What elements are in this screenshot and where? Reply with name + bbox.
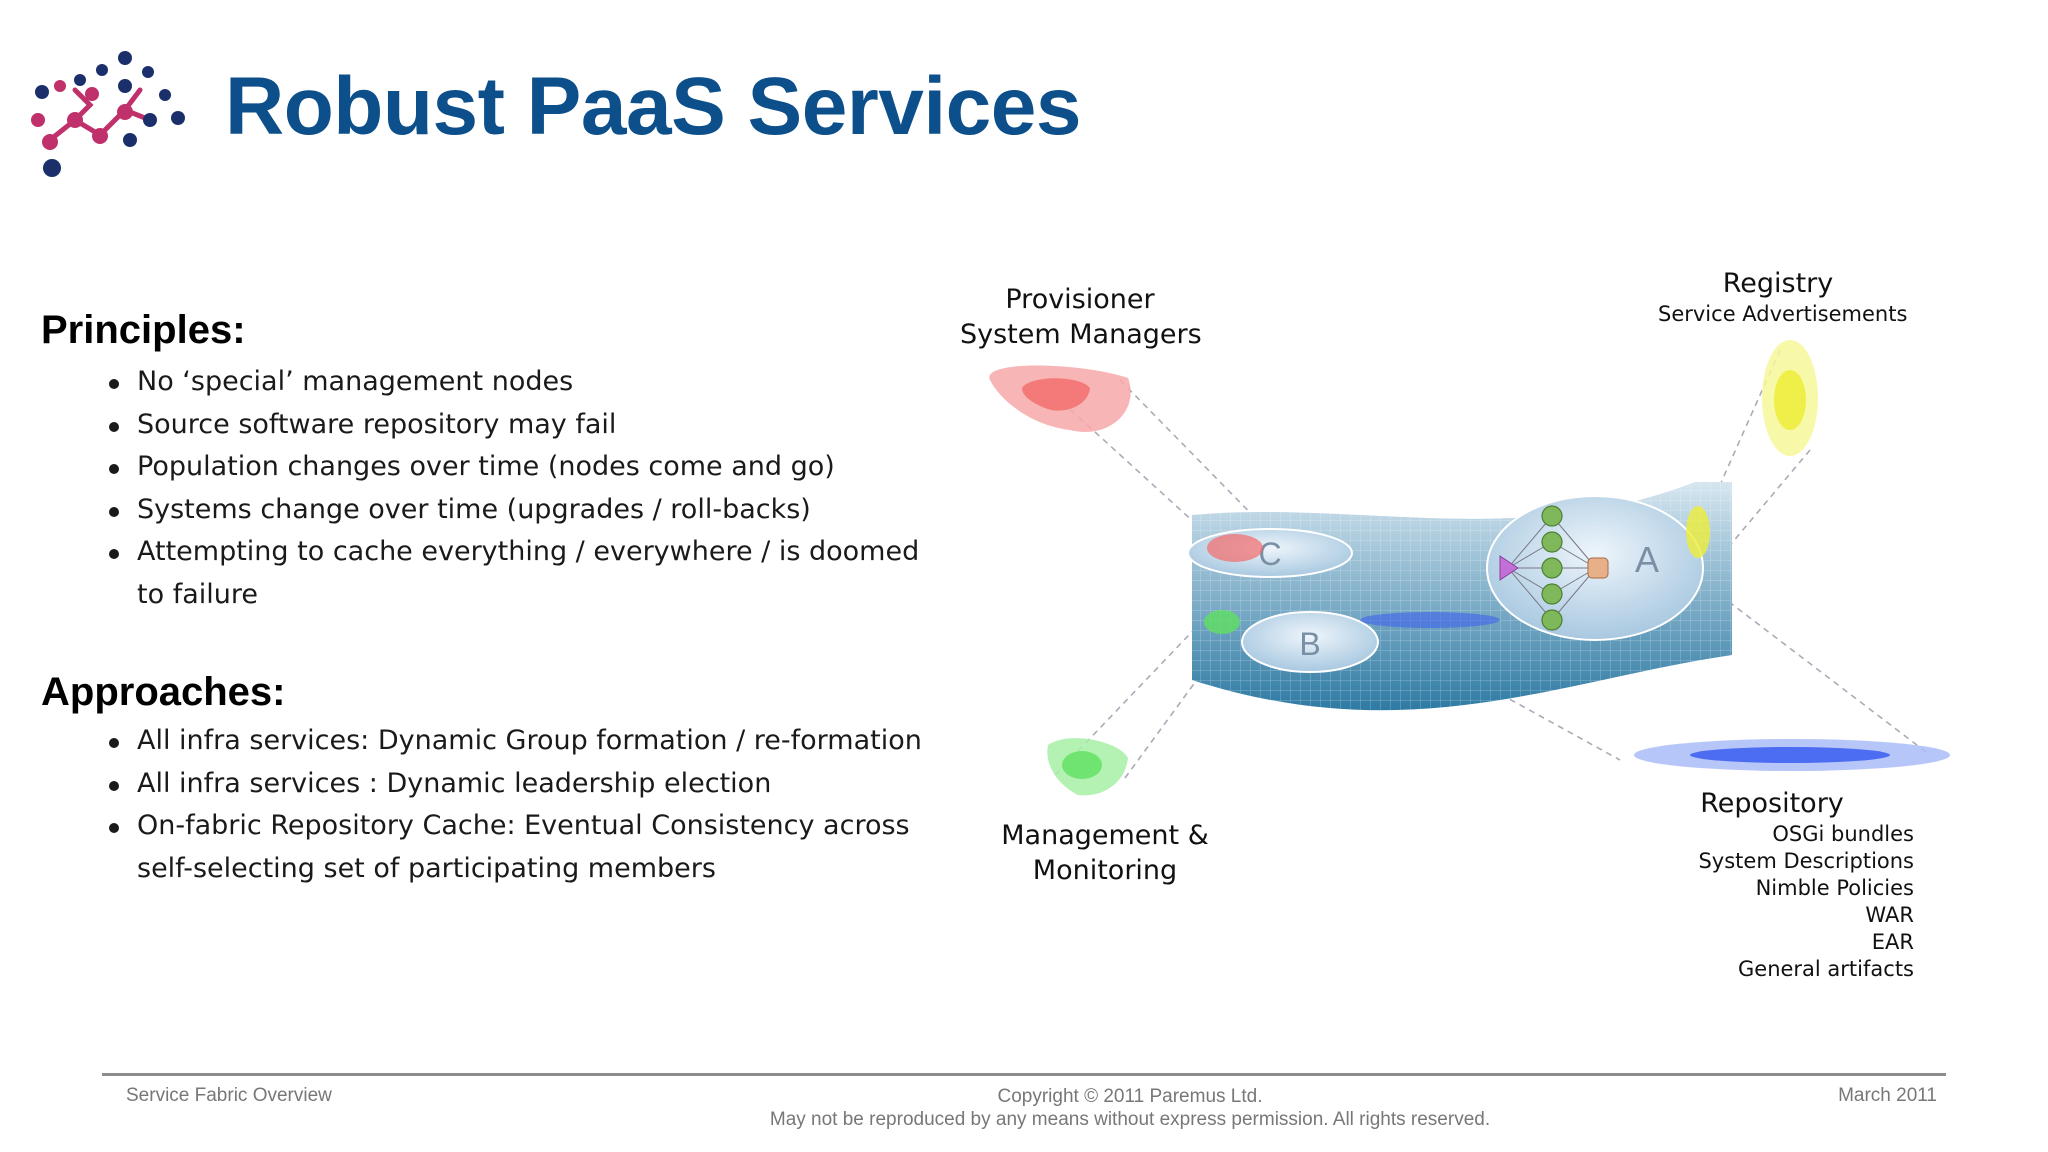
bullet-icon	[109, 379, 119, 389]
list-item: WAR	[1865, 903, 1914, 927]
provisioner-blob	[989, 365, 1263, 562]
list-item: EAR	[1871, 930, 1914, 954]
list-item: Attempting to cache everything / everywh…	[105, 531, 925, 616]
network-graph	[1499, 505, 1609, 631]
bullet-icon	[109, 823, 119, 833]
principles-list: No ‘special’ management nodes Source sof…	[105, 361, 925, 616]
list-item: All infra services : Dynamic leadership …	[105, 763, 925, 806]
footer-copyright: Copyright © 2011 Paremus Ltd. May not be…	[769, 1086, 1491, 1130]
node-b-letter: B	[1299, 626, 1320, 662]
list-item: Population changes over time (nodes come…	[105, 446, 925, 489]
registry-blob	[1686, 340, 1818, 558]
principles-heading: Principles:	[41, 308, 246, 352]
node-c-letter: C	[1258, 536, 1281, 572]
list-item: Nimble Policies	[1755, 876, 1914, 900]
node-a-letter: A	[1635, 539, 1659, 580]
bullet-icon	[109, 780, 119, 791]
list-item: General artifacts	[1738, 957, 1914, 981]
list-item: On-fabric Repository Cache: Eventual Con…	[105, 805, 925, 890]
list-item: System Descriptions	[1698, 849, 1914, 873]
approaches-list: All infra services: Dynamic Group format…	[105, 720, 925, 890]
approaches-heading: Approaches:	[41, 670, 286, 714]
management-blob	[1047, 610, 1240, 796]
node-b	[1241, 611, 1379, 673]
diagram-graphic: C B A	[989, 340, 1950, 796]
bullet-icon	[109, 738, 119, 748]
service-fabric-diagram: C B A	[960, 250, 1960, 886]
repository-blob	[1360, 612, 1950, 771]
list-item: OSGi bundles	[1772, 822, 1914, 846]
footer-date: March 2011	[1838, 1085, 1937, 1106]
bullet-icon	[109, 464, 119, 474]
provisioner-label: Provisioner System Managers	[960, 284, 1202, 350]
list-item: All infra services: Dynamic Group format…	[105, 720, 925, 763]
registry-label: Registry Service Advertisements	[1658, 268, 1908, 326]
paremus-logo	[31, 51, 185, 177]
repository-label: Repository OSGi bundles System Descripti…	[1600, 786, 1914, 983]
bullet-icon	[109, 506, 119, 517]
footer-presentation-title: Service Fabric Overview	[126, 1085, 332, 1106]
management-label: Management & Monitoring	[1001, 820, 1209, 886]
bullet-icon	[109, 421, 119, 432]
list-item: Systems change over time (upgrades / rol…	[105, 489, 925, 532]
page-title: Robust PaaS Services	[225, 61, 1081, 152]
list-item: No ‘special’ management nodes	[105, 361, 925, 404]
footer-divider	[102, 1073, 1946, 1076]
bullet-icon	[109, 549, 119, 559]
list-item: Source software repository may fail	[105, 404, 925, 447]
